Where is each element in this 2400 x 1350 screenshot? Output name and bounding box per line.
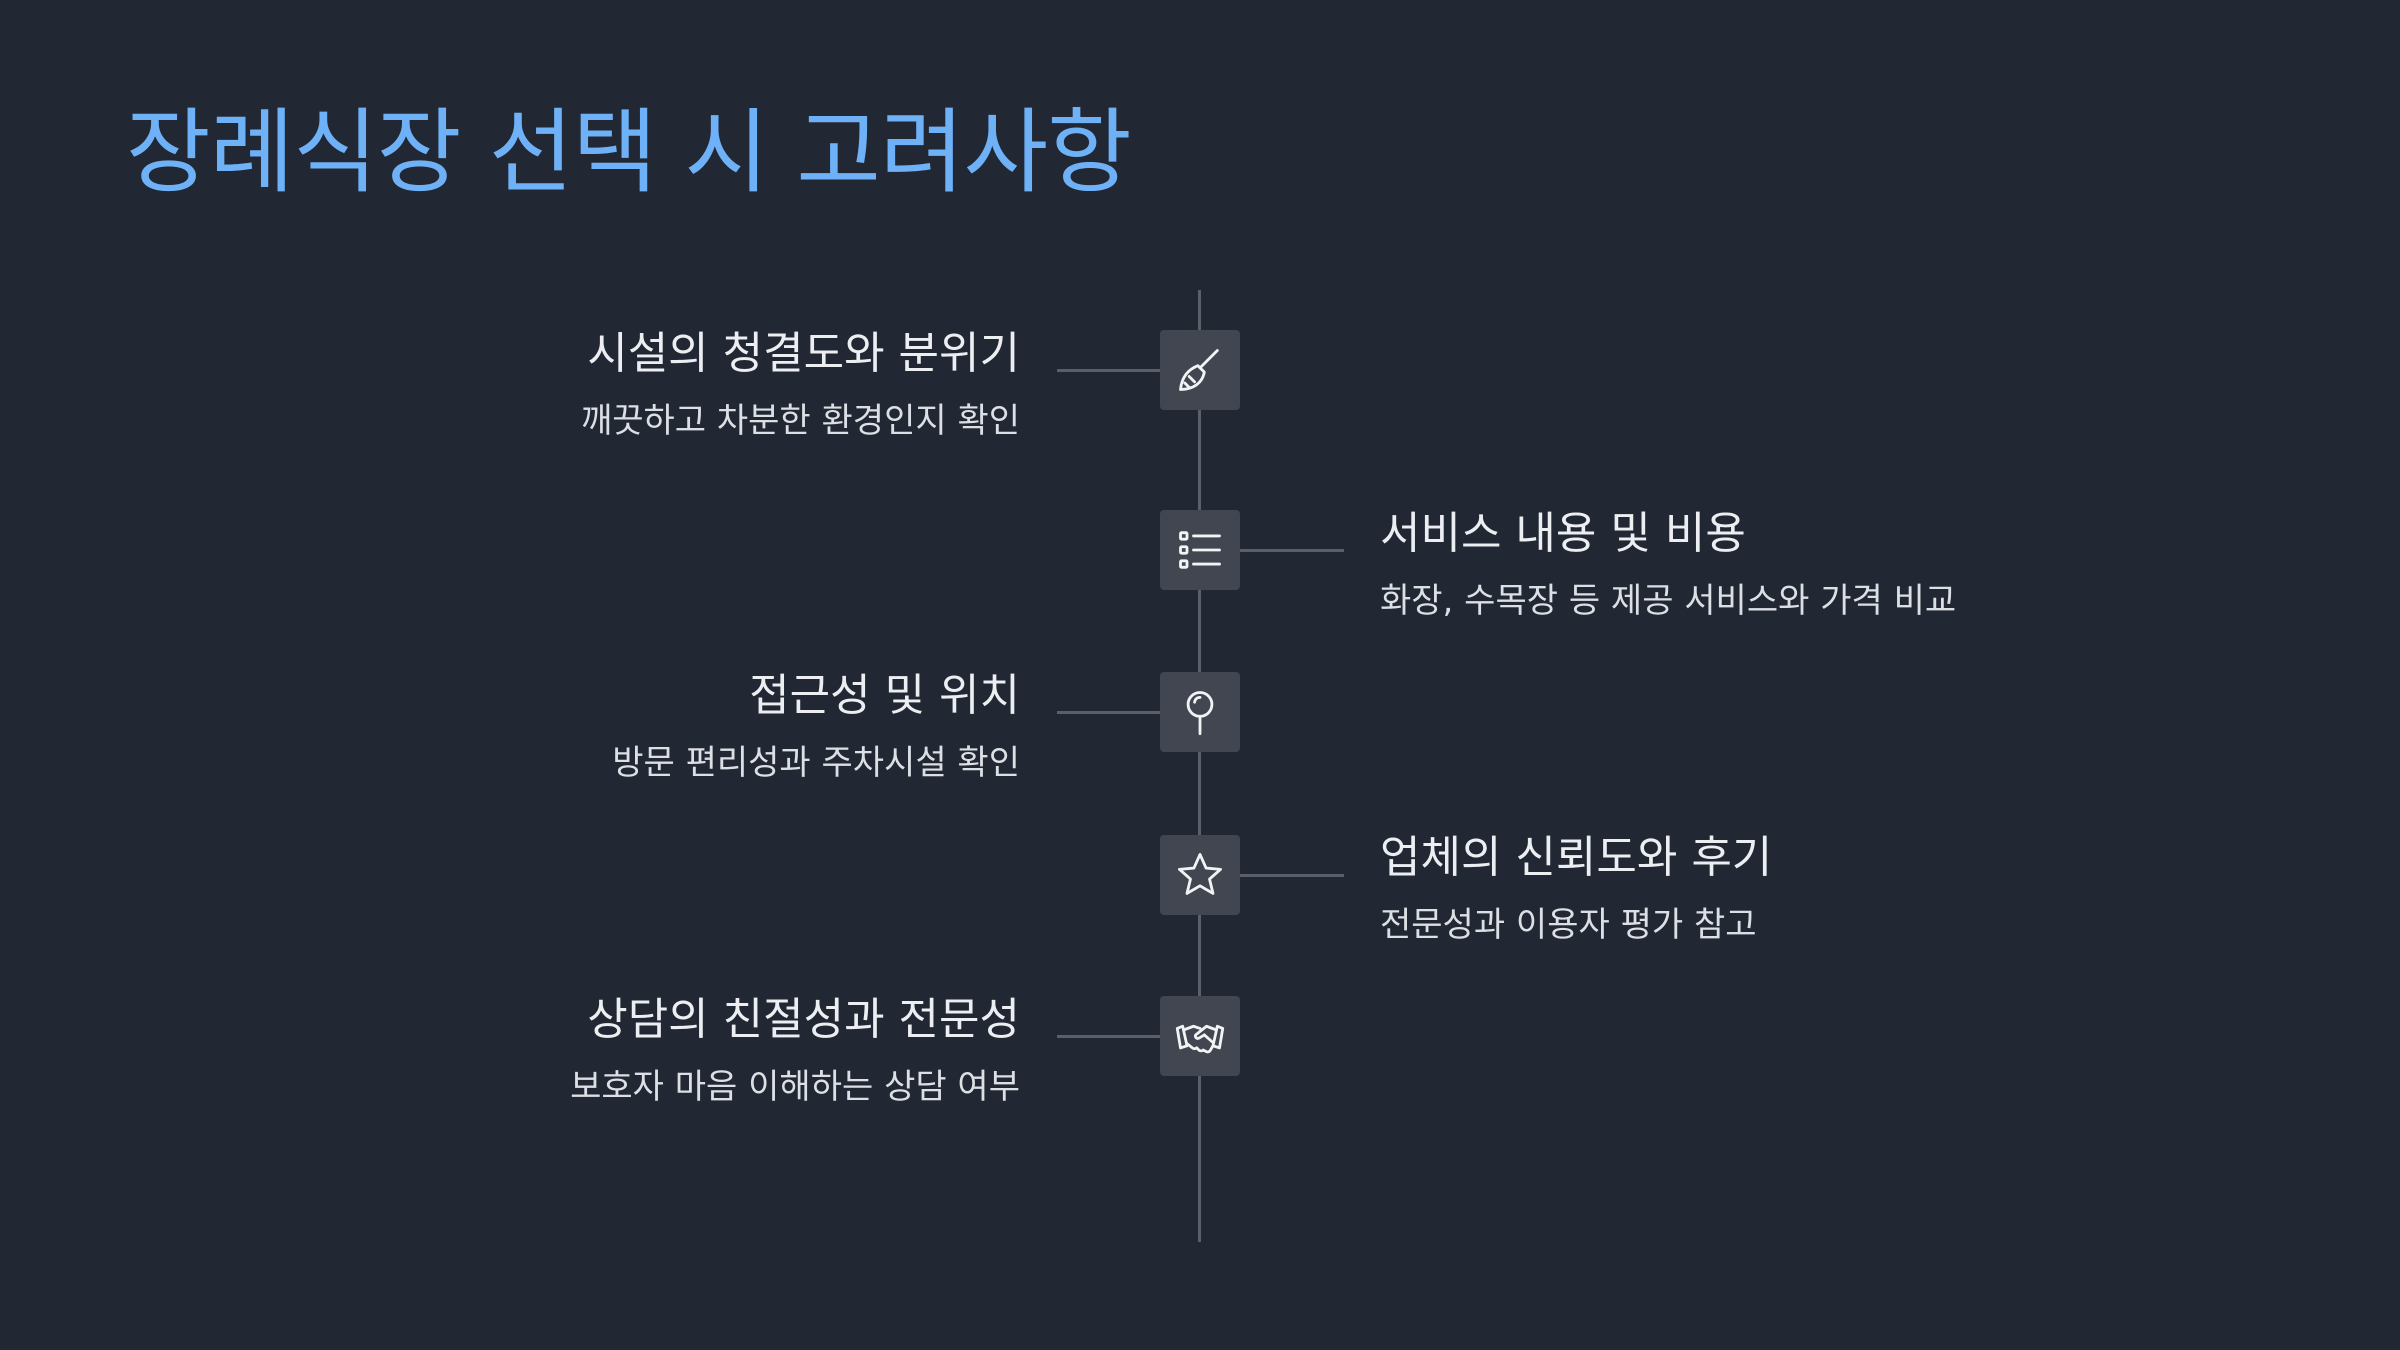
timeline-item-description: 보호자 마음 이해하는 상담 여부: [570, 1067, 1020, 1107]
timeline-item-5: 상담의 친절성과 전문성 보호자 마음 이해하는 상담 여부: [260, 990, 1020, 1110]
timeline-item-description: 깨끗하고 차분한 환경인지 확인: [580, 401, 1020, 441]
timeline-node-4: [1160, 835, 1240, 915]
timeline-item-description: 전문성과 이용자 평가 참고: [1380, 905, 1757, 945]
list-icon: [1179, 531, 1221, 569]
timeline-node-2: [1160, 510, 1240, 590]
timeline-item-title: 업체의 신뢰도와 후기: [1380, 832, 1773, 883]
timeline-item-description: 화장, 수목장 등 제공 서비스와 가격 비교: [1380, 581, 1957, 621]
timeline-item-title: 상담의 친절성과 전문성: [587, 994, 1020, 1045]
page-title: 장례식장 선택 시 고려사항: [126, 99, 1132, 206]
timeline-node-3: [1160, 672, 1240, 752]
timeline-item-1: 시설의 청결도와 분위기 깨끗하고 차분한 환경인지 확인: [260, 324, 1020, 444]
handshake-icon: [1175, 1024, 1225, 1054]
timeline-node-1: [1160, 330, 1240, 410]
star-icon: [1178, 853, 1222, 895]
timeline-item-description: 방문 편리성과 주차시설 확인: [612, 743, 1020, 783]
timeline-connector-4: [1240, 874, 1344, 877]
broom-icon: [1179, 349, 1219, 391]
timeline-item-4: 업체의 신뢰도와 후기 전문성과 이용자 평가 참고: [1380, 828, 2140, 948]
timeline-connector-2: [1240, 549, 1344, 552]
timeline-connector-5: [1057, 1035, 1160, 1038]
timeline-connector-3: [1057, 711, 1160, 714]
timeline-item-2: 서비스 내용 및 비용 화장, 수목장 등 제공 서비스와 가격 비교: [1380, 504, 2140, 624]
map-pin-icon: [1186, 691, 1214, 736]
timeline-item-title: 접근성 및 위치: [749, 670, 1020, 721]
timeline-node-5: [1160, 996, 1240, 1076]
timeline-connector-1: [1057, 369, 1160, 372]
timeline-axis: [1198, 290, 1201, 1242]
timeline-item-title: 시설의 청결도와 분위기: [587, 328, 1020, 379]
timeline-item-title: 서비스 내용 및 비용: [1380, 508, 1746, 559]
timeline-item-3: 접근성 및 위치 방문 편리성과 주차시설 확인: [260, 666, 1020, 786]
